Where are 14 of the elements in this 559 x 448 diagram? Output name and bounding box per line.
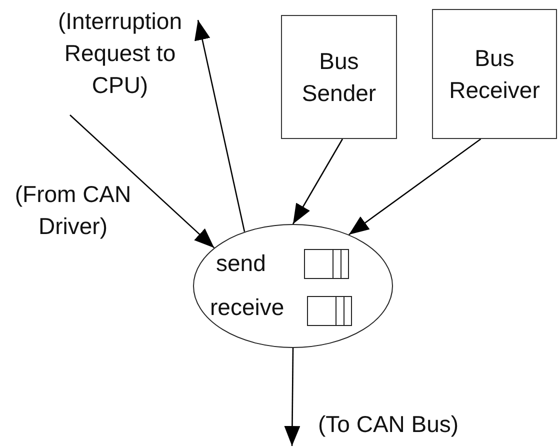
queue-label: send — [216, 249, 266, 278]
box-label: Bus Sender — [300, 47, 378, 108]
edge-label: (Interruption Request to CPU) — [56, 7, 183, 100]
process-box — [281, 15, 397, 139]
box-label: Bus Receiver — [448, 44, 541, 105]
arrow — [348, 138, 482, 236]
process-box — [432, 9, 557, 139]
arrow — [70, 114, 215, 248]
arrow — [292, 138, 344, 224]
edge-label: (To CAN Bus) — [318, 410, 460, 439]
arrow — [284, 348, 300, 446]
arrow — [194, 20, 246, 232]
queue-label: receive — [210, 293, 284, 322]
edge-label: (From CAN Driver) — [14, 180, 132, 241]
